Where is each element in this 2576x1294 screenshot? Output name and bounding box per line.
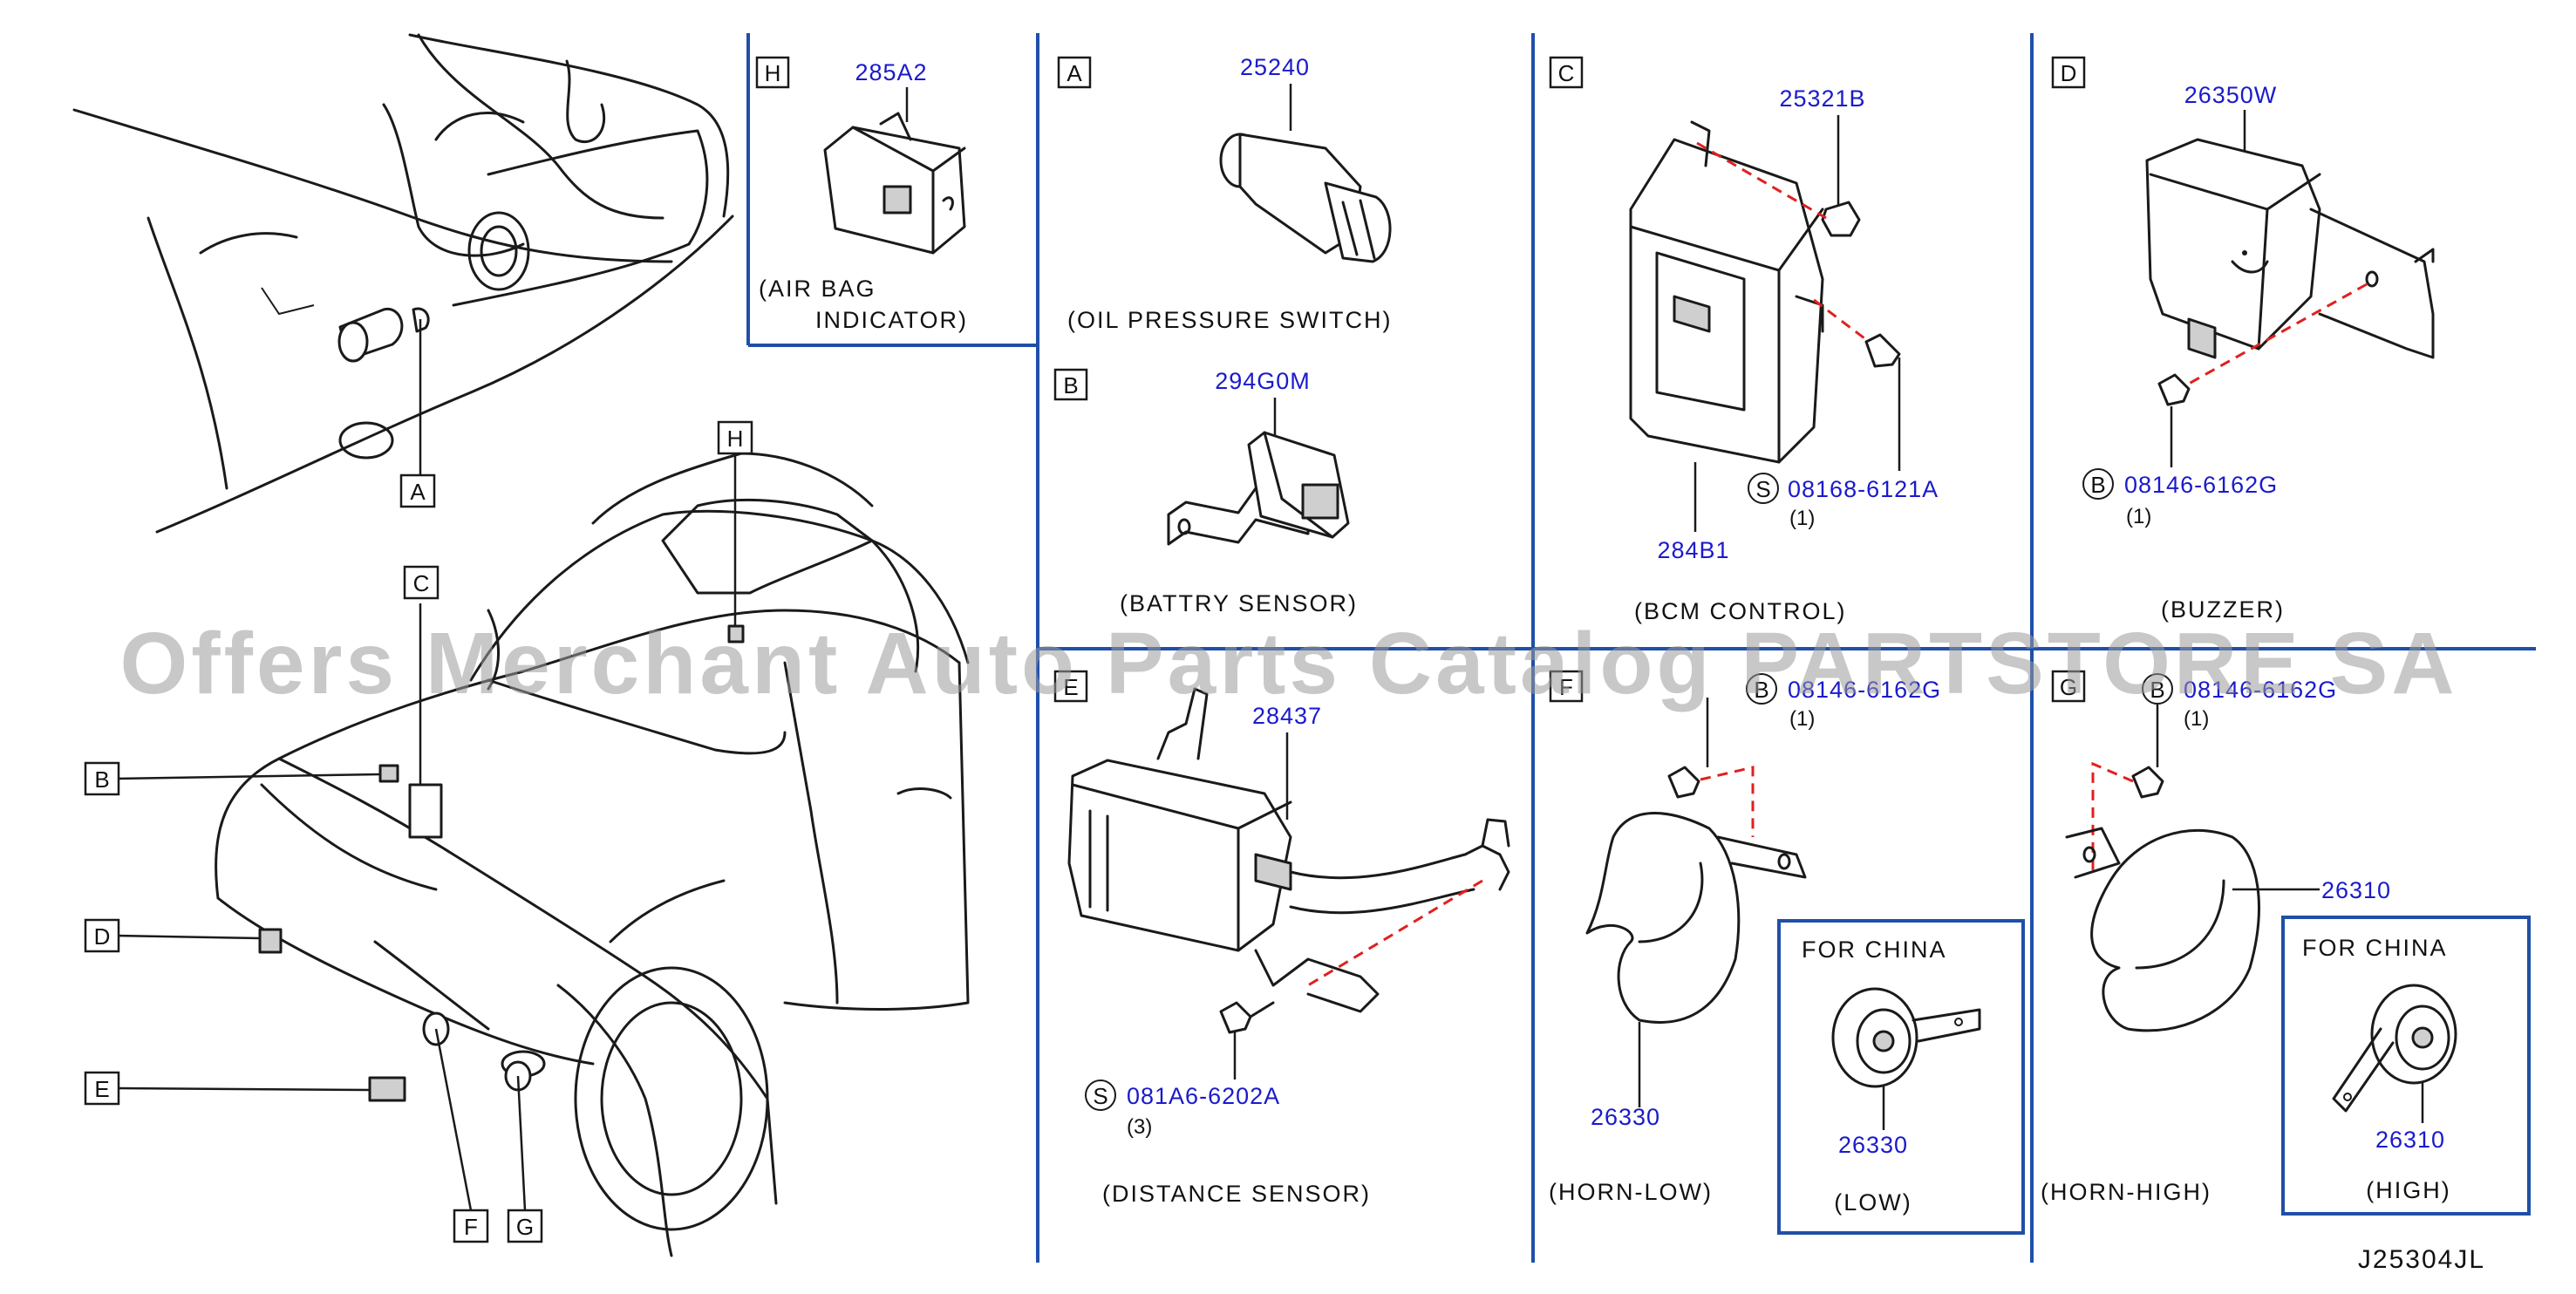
- diagram-code: J25304JL: [2358, 1245, 2485, 1274]
- car-item-c: [408, 783, 443, 839]
- vehicle-overview: A B C D E F G H: [72, 33, 970, 1257]
- panel-f-horn-low: F B 08146-6162G (1) 26330 (HORN-LOW) FOR…: [1549, 670, 1981, 1216]
- bolt-08146-6162g-d: [2157, 373, 2191, 406]
- buzzer-body: [2145, 138, 2321, 351]
- part-number-285a2: 285A2: [855, 59, 927, 85]
- panel-e-distance-sensor: E 28437 S 081A6-6202A (3) (DISTANCE SENS…: [1053, 670, 1510, 1207]
- part-number-08146-6162g-g: 08146-6162G: [2184, 677, 2337, 703]
- bolt-081a6-6202a: [1219, 1001, 1252, 1034]
- svg-text:G: G: [516, 1214, 534, 1240]
- svg-text:INDICATOR): INDICATOR): [815, 307, 968, 333]
- locator-leaders: [115, 453, 737, 1211]
- svg-text:C: C: [1558, 60, 1575, 86]
- panel-dividers: [746, 33, 2536, 1263]
- locator-key-g: G: [507, 1209, 543, 1243]
- svg-text:(1): (1): [1789, 507, 1815, 530]
- inset-for-china-low: FOR CHINA 26330 (LOW): [1802, 936, 1981, 1216]
- engine-bay-detail: [72, 33, 734, 534]
- svg-text:(BATTRY SENSOR): (BATTRY SENSOR): [1120, 590, 1358, 616]
- car-item-e: [368, 1076, 406, 1102]
- panel-b-battry-sensor: B 294G0M (BATTRY SENSOR): [1053, 368, 1358, 616]
- svg-text:E: E: [1063, 674, 1078, 700]
- svg-text:(1): (1): [2184, 707, 2209, 731]
- svg-text:(AIR BAG: (AIR BAG: [759, 276, 876, 302]
- svg-text:(3): (3): [1127, 1115, 1152, 1139]
- panel-h-air-bag-indicator: H 285A2 (AIR BAG INDICATOR): [755, 56, 968, 333]
- svg-text:FOR CHINA: FOR CHINA: [2302, 935, 2448, 961]
- horn-high-body: [2090, 828, 2260, 1032]
- svg-text:B: B: [2150, 677, 2164, 703]
- svg-text:A: A: [410, 479, 426, 505]
- bcm-control-unit: [1629, 138, 1824, 464]
- nut-25321b: [1821, 201, 1861, 237]
- svg-text:D: D: [2061, 60, 2077, 86]
- svg-text:C: C: [413, 570, 430, 596]
- svg-text:B: B: [94, 766, 109, 793]
- bolt-08168-6121a: [1864, 333, 1901, 368]
- locator-key-e: E: [84, 1071, 120, 1106]
- part-number-08146-6162g-d: 08146-6162G: [2124, 472, 2278, 498]
- svg-text:FOR CHINA: FOR CHINA: [1802, 936, 1947, 963]
- svg-text:(OIL PRESSURE SWITCH): (OIL PRESSURE SWITCH): [1067, 307, 1393, 333]
- panel-c-bcm-control: C 25321B S 08168-6121A (1) 284B1 (BCM CO…: [1549, 56, 1939, 624]
- svg-text:B: B: [2090, 472, 2105, 498]
- part-number-28437: 28437: [1252, 703, 1322, 729]
- part-number-284b1: 284B1: [1657, 537, 1729, 563]
- part-number-26330: 26330: [1591, 1104, 1660, 1130]
- svg-text:B: B: [1063, 372, 1078, 398]
- inset-box-low: [1777, 919, 2025, 1235]
- part-number-26310-inset: 26310: [2375, 1127, 2445, 1153]
- part-number-08146-6162g-f: 08146-6162G: [1788, 677, 1941, 703]
- part-number-081a6-6202a: 081A6-6202A: [1127, 1083, 1280, 1109]
- inset-for-china-high: FOR CHINA 26310 (HIGH): [2302, 935, 2457, 1203]
- svg-text:S: S: [1755, 476, 1770, 502]
- part-number-294g0m: 294G0M: [1215, 368, 1311, 394]
- locator-key-h: H: [717, 420, 753, 455]
- bolt-horn-low: [1667, 766, 1700, 799]
- locator-key-f: F: [453, 1209, 489, 1243]
- svg-text:E: E: [94, 1076, 109, 1102]
- part-number-25321b: 25321B: [1779, 85, 1865, 112]
- locator-key-a: A: [399, 473, 436, 508]
- part-number-26330-inset: 26330: [1838, 1132, 1908, 1158]
- svg-text:(BCM CONTROL): (BCM CONTROL): [1634, 598, 1847, 624]
- bolt-horn-high: [2131, 766, 2164, 799]
- svg-text:(DISTANCE SENSOR): (DISTANCE SENSOR): [1102, 1181, 1371, 1207]
- svg-text:F: F: [1559, 674, 1573, 700]
- svg-text:(HORN-LOW): (HORN-LOW): [1549, 1179, 1713, 1205]
- svg-text:H: H: [727, 426, 744, 452]
- part-number-25240: 25240: [1240, 54, 1310, 80]
- svg-text:F: F: [464, 1214, 478, 1240]
- svg-text:H: H: [765, 60, 781, 86]
- svg-text:(LOW): (LOW): [1834, 1189, 1912, 1216]
- part-number-26310: 26310: [2321, 877, 2391, 903]
- locator-key-b: B: [84, 761, 120, 796]
- car-item-b: [378, 764, 399, 783]
- inset-box-high: [2281, 916, 2531, 1216]
- svg-text:(BUZZER): (BUZZER): [2161, 596, 2285, 623]
- locator-key-c: C: [403, 565, 440, 600]
- svg-text:(1): (1): [1789, 707, 1815, 731]
- svg-text:G: G: [2060, 674, 2077, 700]
- part-number-08168-6121a: 08168-6121A: [1788, 476, 1939, 502]
- watermark: Offers Merchant Auto Parts Catalog PARTS…: [120, 615, 2458, 712]
- svg-text:(1): (1): [2126, 505, 2151, 528]
- svg-text:B: B: [1754, 677, 1768, 703]
- distance-sensor-body: [1067, 759, 1292, 952]
- svg-text:A: A: [1067, 60, 1082, 86]
- locator-key-d: D: [84, 918, 120, 953]
- svg-text:S: S: [1093, 1083, 1107, 1109]
- svg-text:(HIGH): (HIGH): [2366, 1177, 2450, 1203]
- part-number-26350w: 26350W: [2184, 82, 2278, 108]
- panel-g-horn-high: G B 08146-6162G (1) 26310 (HORN-HIGH) FO…: [2041, 670, 2457, 1205]
- car-item-d: [258, 928, 283, 954]
- svg-text:(HORN-HIGH): (HORN-HIGH): [2041, 1179, 2211, 1205]
- panel-d-buzzer: D 26350W B 08146-6162G (1) (BUZZER): [2051, 56, 2435, 623]
- svg-text:D: D: [94, 923, 111, 950]
- panel-a-oil-pressure-switch: A 25240 (OIL PRESSURE SWITCH): [1057, 54, 1393, 333]
